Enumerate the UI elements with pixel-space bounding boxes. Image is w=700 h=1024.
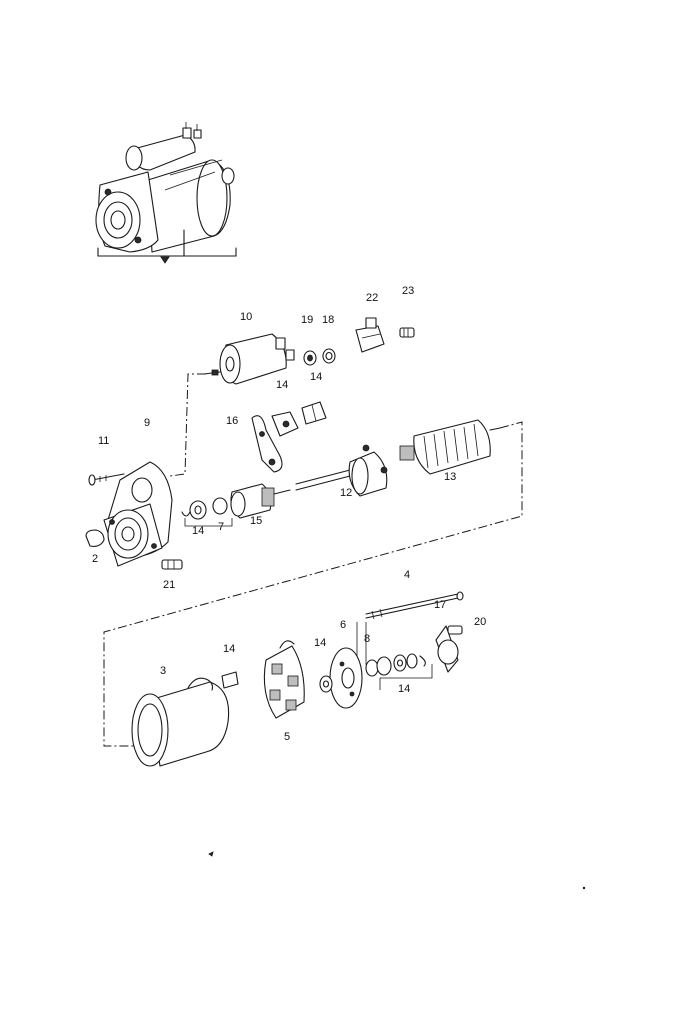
- part-2-cap: [85, 529, 105, 547]
- part-14-bushing-c: [181, 500, 207, 520]
- part-8-end-shield: [329, 647, 363, 709]
- callout-11: 11: [98, 435, 109, 447]
- callout-21: 21: [163, 579, 175, 591]
- callout-14-a: 14: [276, 379, 288, 391]
- callout-17: 17: [434, 599, 446, 611]
- part-3-stator-housing: [131, 677, 230, 767]
- part-4-through-bolt: [365, 591, 464, 620]
- callout-4: 4: [404, 569, 410, 581]
- callout-14-e: 14: [398, 683, 410, 695]
- part-10-solenoid: [203, 333, 295, 385]
- part-14-bushing-b: [301, 401, 327, 425]
- part-14-brush-f: [221, 671, 239, 689]
- part-20-screw: [447, 625, 463, 635]
- callout-3: 3: [160, 665, 166, 677]
- part-7-bushing: [212, 497, 228, 515]
- callout-15: 15: [250, 515, 262, 527]
- callout-2: 2: [92, 553, 98, 565]
- part-21-screw: [161, 559, 183, 570]
- callout-8: 8: [364, 633, 370, 645]
- part-19-nut: [303, 350, 317, 366]
- part-14-bushing-a: [271, 411, 299, 437]
- callout-14-f: 14: [223, 643, 235, 655]
- leader-lines: [103, 373, 523, 747]
- callout-23: 23: [402, 285, 414, 297]
- callout-9: 9: [144, 417, 150, 429]
- stray-mark: [208, 851, 214, 857]
- part-14-washer-set-e: [365, 653, 426, 677]
- callout-14-d: 14: [314, 637, 326, 649]
- stray-dot: [582, 886, 586, 890]
- callout-20: 20: [474, 616, 486, 628]
- part-9-drive-end-housing: [103, 461, 173, 567]
- part-17-end-plate: [435, 625, 459, 673]
- callout-5: 5: [284, 731, 290, 743]
- callout-12: 12: [340, 487, 352, 499]
- callout-labels: 10 19 18 22 23 14 14 16 9 11 13 12 14 7 …: [92, 285, 486, 743]
- starter-assembly-drawing: [95, 122, 237, 264]
- callout-13: 13: [444, 471, 456, 483]
- callout-14-c: 14: [192, 525, 204, 537]
- callout-7: 7: [218, 521, 224, 533]
- callout-10: 10: [240, 311, 252, 323]
- part-18-washer: [322, 348, 336, 364]
- part-15-pinion-drive: [230, 483, 291, 519]
- part-14-washer-d: [319, 675, 333, 693]
- part-5-brush-holder: [263, 640, 305, 719]
- part-12-shaft-with-bearing: [295, 444, 388, 497]
- callout-16: 16: [226, 415, 238, 427]
- callout-22: 22: [366, 292, 378, 304]
- callout-19: 19: [301, 314, 313, 326]
- part-13-armature: [399, 419, 501, 475]
- callout-18: 18: [322, 314, 334, 326]
- part-23-spring: [399, 327, 415, 338]
- part-16-fork-lever: [251, 415, 283, 473]
- part-11-screw: [88, 473, 125, 486]
- callout-14-b: 14: [310, 371, 322, 383]
- callout-6: 6: [340, 619, 346, 631]
- part-22-connector: [355, 317, 385, 353]
